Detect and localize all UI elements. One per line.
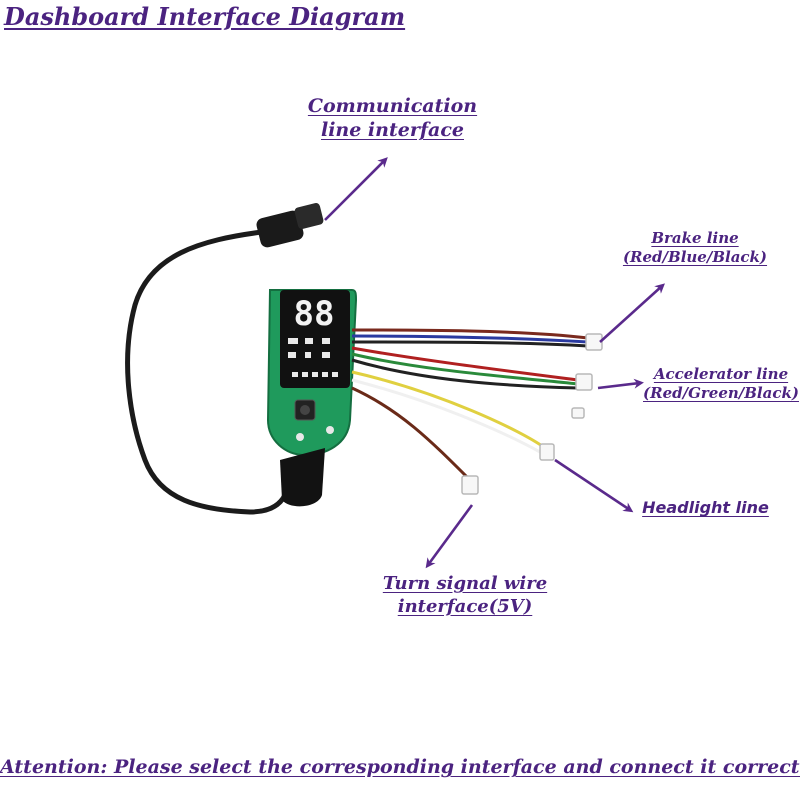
display-screen bbox=[280, 290, 350, 388]
attention-note: Attention: Please select the correspondi… bbox=[0, 756, 800, 778]
cable-boot bbox=[280, 448, 325, 507]
turn-signal-label-line2: interface(5V) bbox=[397, 595, 533, 617]
turn-signal-label-line1: Turn signal wire bbox=[382, 573, 548, 594]
communication-label-line2: line interface bbox=[320, 118, 464, 141]
brake-label-line1: Brake line bbox=[651, 229, 739, 247]
dashboard-pcb: 88 bbox=[266, 289, 358, 457]
accelerator-label: Accelerator line (Red/Green/Black) bbox=[642, 365, 800, 403]
brake-arrow bbox=[599, 283, 665, 343]
headlight-label: Headlight line bbox=[642, 498, 769, 517]
turn-signal-label: Turn signal wire interface(5V) bbox=[370, 573, 560, 618]
accelerator-label-line1: Accelerator line bbox=[653, 365, 789, 383]
communication-label-line1: Communication bbox=[307, 95, 478, 117]
accelerator-arrow bbox=[597, 378, 644, 390]
indicator-icons bbox=[288, 338, 338, 377]
callout-arrows bbox=[324, 157, 665, 569]
speed-digits: 88 bbox=[294, 294, 335, 334]
headlight-arrow bbox=[554, 458, 634, 513]
brake-label: Brake line (Red/Blue/Black) bbox=[610, 229, 780, 267]
brake-label-line2: (Red/Blue/Black) bbox=[622, 247, 768, 266]
communication-arrow bbox=[324, 157, 388, 221]
communication-cable bbox=[125, 229, 288, 515]
plug-connectors bbox=[461, 333, 603, 495]
accelerator-label-line2: (Red/Green/Black) bbox=[643, 383, 799, 402]
diagram-title: Dashboard Interface Diagram bbox=[4, 2, 406, 31]
wire-bundle bbox=[351, 328, 589, 482]
communication-label: Communication line interface bbox=[300, 95, 485, 143]
turn-signal-arrow bbox=[425, 504, 474, 569]
communication-connector bbox=[256, 203, 324, 248]
